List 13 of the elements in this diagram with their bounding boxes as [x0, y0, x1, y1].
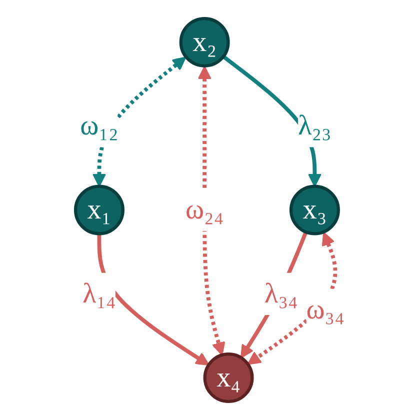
- node-circle: x₂: [179, 16, 230, 68]
- arrow: [247, 232, 338, 365]
- edge-label: λ₂₃: [298, 110, 332, 141]
- node-circle: x₁: [74, 184, 124, 236]
- edge-label: ω₃₄: [306, 294, 344, 325]
- edge-label: ω₂₄: [185, 194, 224, 225]
- arrow: [97, 234, 210, 366]
- node-circle: x₄: [203, 352, 254, 404]
- edge-label: λ₃₄: [264, 277, 298, 309]
- node-circle: x₃: [289, 184, 340, 236]
- edge-label: ω₁₂: [80, 110, 118, 141]
- edge-label: λ₁₄: [82, 277, 116, 309]
- arrow: [240, 231, 308, 358]
